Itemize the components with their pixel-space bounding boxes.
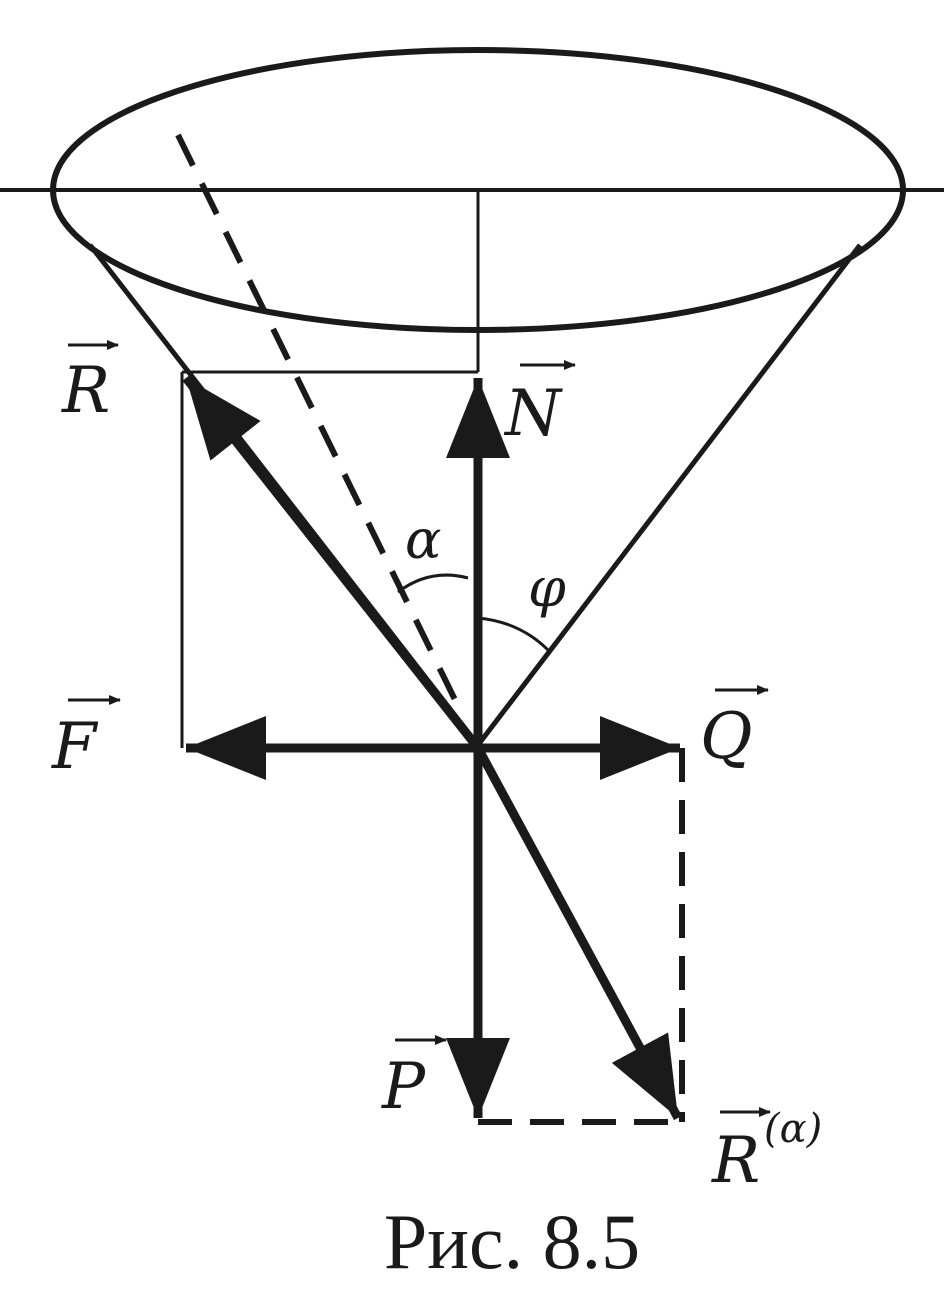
label-R-group: R bbox=[61, 340, 119, 428]
label-R-alpha-superscript: (α) bbox=[764, 1106, 822, 1152]
label-Q: Q bbox=[700, 700, 752, 774]
label-R-alpha: R bbox=[711, 1124, 760, 1198]
vector-R bbox=[182, 375, 482, 751]
label-Q-group: Q bbox=[700, 685, 769, 774]
angle-alpha-label: α bbox=[405, 508, 441, 571]
label-N-group: N bbox=[503, 360, 576, 451]
figure-caption: Рис. 8.5 bbox=[384, 1198, 640, 1285]
label-F-group: F bbox=[51, 695, 121, 784]
label-R: R bbox=[61, 354, 110, 428]
label-N: N bbox=[503, 377, 563, 451]
label-F: F bbox=[51, 710, 99, 784]
label-P-group: P bbox=[381, 1035, 447, 1124]
cone-right-generatrix bbox=[476, 243, 862, 747]
angle-alpha-arc bbox=[397, 573, 469, 594]
label-R-alpha-group: R (α) bbox=[711, 1106, 822, 1198]
angle-phi-arc bbox=[477, 616, 550, 652]
vector-R-alpha bbox=[474, 745, 682, 1121]
angle-phi-label: φ bbox=[528, 556, 566, 619]
label-P: P bbox=[381, 1050, 426, 1124]
